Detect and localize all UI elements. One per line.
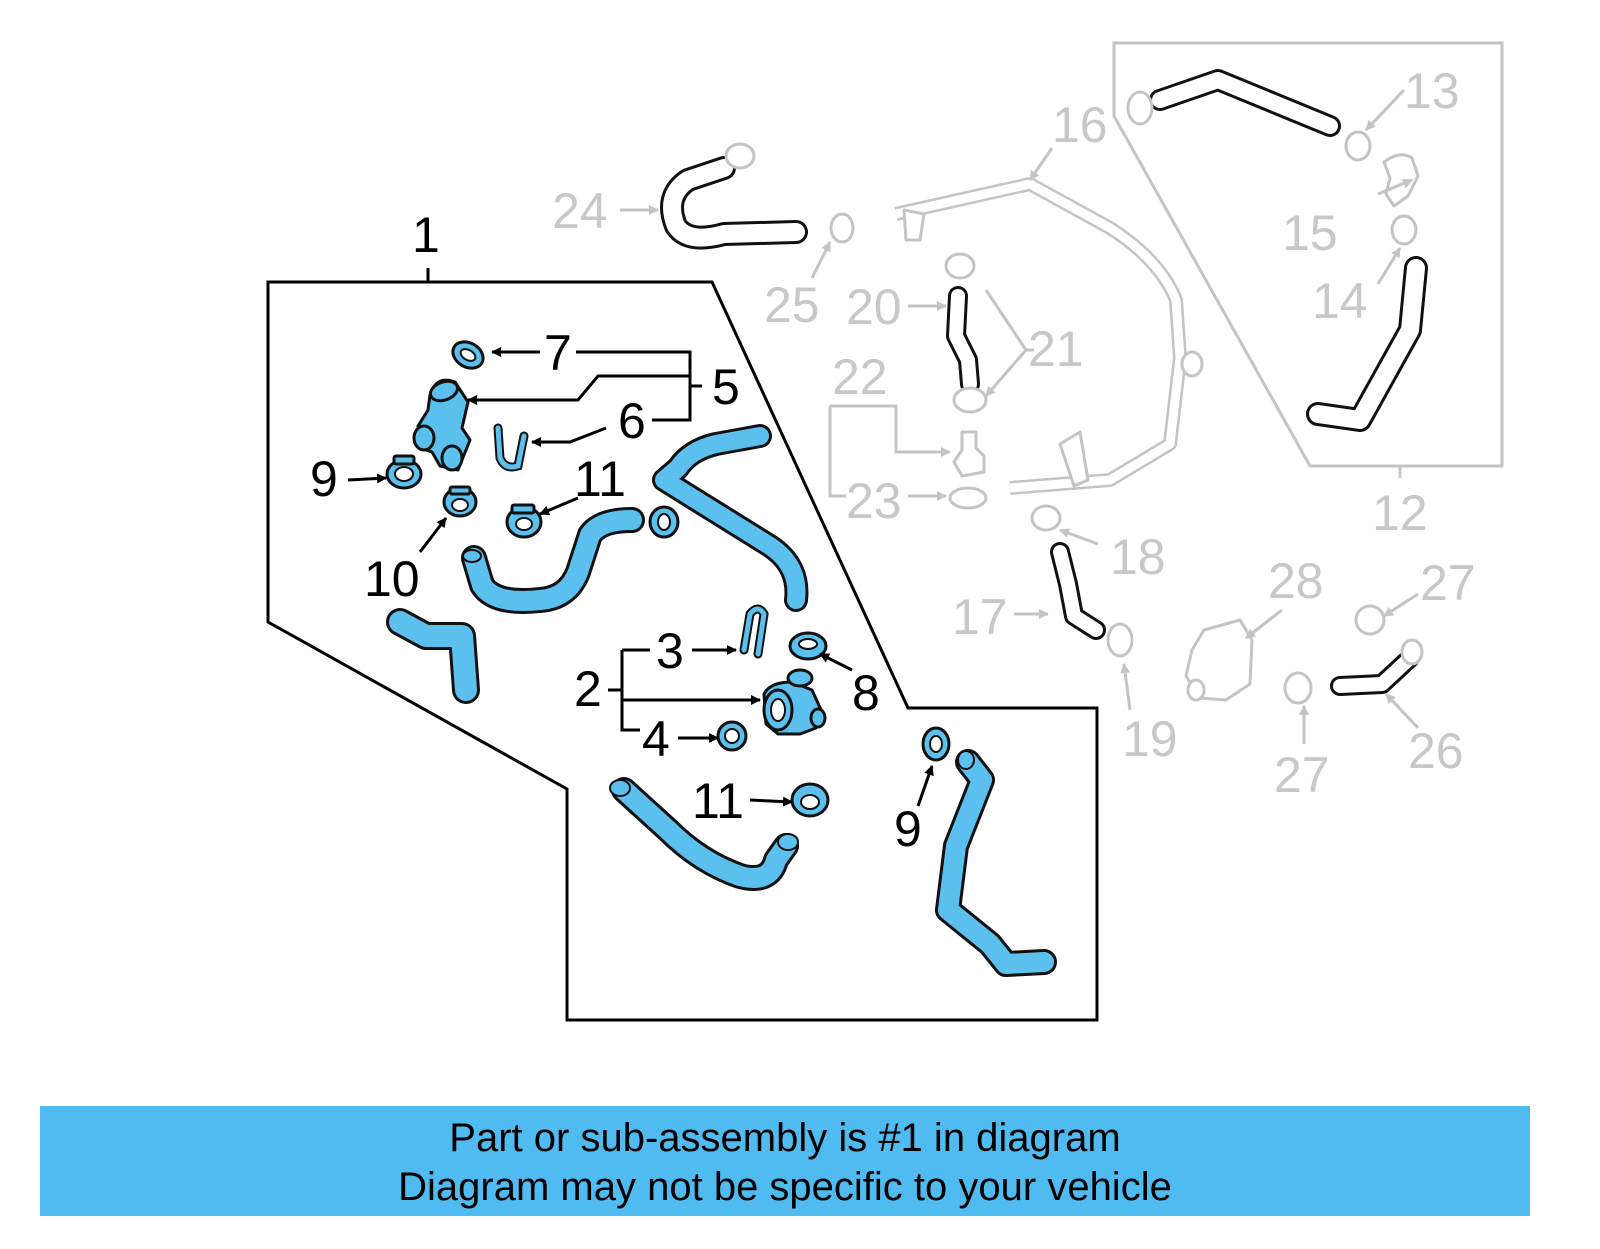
callouts-other: 24 25 16 20 21 22 23 18 17 19 13 15 14 1… [552,63,1476,803]
assembly-12-outline [1112,41,1504,468]
callout-23: 23 [846,473,902,529]
part-2-pump [762,668,827,736]
callout-16: 16 [1052,97,1108,153]
callout-9-lower: 9 [894,801,922,857]
callout-15: 15 [1282,205,1338,261]
part-hose-long [652,424,809,612]
callout-10: 10 [364,551,420,607]
part-hose-clamp [648,505,680,539]
callout-14: 14 [1312,273,1368,329]
info-banner: Part or sub-assembly is #1 in diagram Di… [40,1106,1530,1216]
callout-1: 1 [412,207,440,263]
banner-line-1: Part or sub-assembly is #1 in diagram [449,1116,1121,1160]
highlighted-parts [385,340,1057,977]
callout-2: 2 [574,661,602,717]
callout-11-upper: 11 [574,451,626,507]
part-hose-upper-left [461,507,645,614]
callout-11-lower: 11 [692,773,744,829]
banner-line-2: Diagram may not be specific to your vehi… [398,1165,1172,1209]
assembly-1-outline [266,280,1099,1022]
callout-26: 26 [1408,723,1464,779]
callout-6: 6 [618,393,646,449]
part-11-clamp-lower [790,782,830,818]
callout-13: 13 [1404,63,1460,119]
leader-lines-active [347,347,934,807]
callout-22: 22 [832,349,888,405]
callout-20: 20 [846,279,902,335]
callout-7: 7 [544,325,572,381]
callout-12: 12 [1372,485,1428,541]
part-hose-bottom [609,777,799,891]
callout-27-upper: 27 [1420,555,1476,611]
callout-18: 18 [1110,529,1166,585]
callout-27-lower: 27 [1274,747,1330,803]
part-8-clamp [788,631,828,661]
part-9-clamp-lower [921,726,951,762]
callout-24: 24 [552,183,608,239]
callout-8: 8 [852,665,880,721]
callout-17: 17 [952,589,1008,645]
leader-lines-other [620,88,1420,744]
callout-9-upper: 9 [310,451,338,507]
callout-3: 3 [656,623,684,679]
part-hose-small-left [386,608,480,704]
callout-5: 5 [712,359,740,415]
part-11-clamp-upper [505,503,543,539]
callout-19: 19 [1122,711,1178,767]
callout-4: 4 [642,711,670,767]
part-10-clamp [442,485,478,518]
part-5-housing [412,378,472,472]
callouts-active: 1 7 5 6 9 11 10 3 2 8 4 11 9 [310,207,922,857]
part-hose-right [935,749,1057,977]
other-parts [660,41,1504,705]
callout-28: 28 [1268,553,1324,609]
part-9-clamp-upper [385,454,423,490]
callout-25: 25 [764,277,820,333]
callout-21: 21 [1028,321,1084,377]
